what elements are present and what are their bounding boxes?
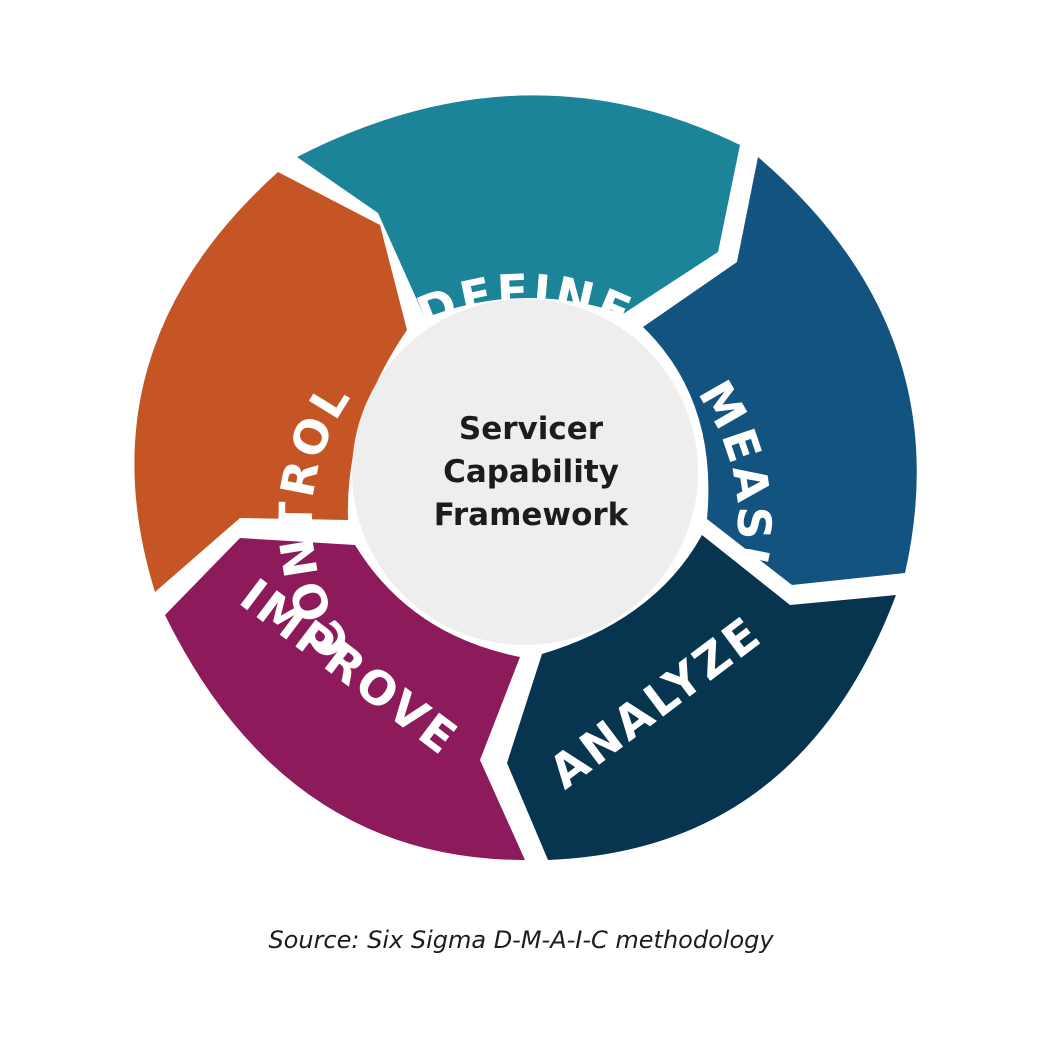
center-line-2: Capability bbox=[443, 454, 619, 490]
define-segment-shape bbox=[297, 95, 740, 318]
center-hub: Servicer Capability Framework bbox=[352, 299, 698, 645]
analyze-segment-shape bbox=[507, 535, 896, 860]
center-line-1: Servicer bbox=[459, 411, 604, 447]
measure-segment-shape bbox=[643, 157, 917, 585]
center-circle bbox=[352, 299, 698, 645]
segment-control: CONTROL bbox=[134, 172, 407, 668]
center-line-3: Framework bbox=[434, 497, 630, 533]
source-caption: Source: Six Sigma D-M-A-I-C methodology bbox=[268, 926, 774, 954]
improve-segment-shape bbox=[165, 538, 525, 860]
control-segment-shape bbox=[134, 172, 407, 592]
